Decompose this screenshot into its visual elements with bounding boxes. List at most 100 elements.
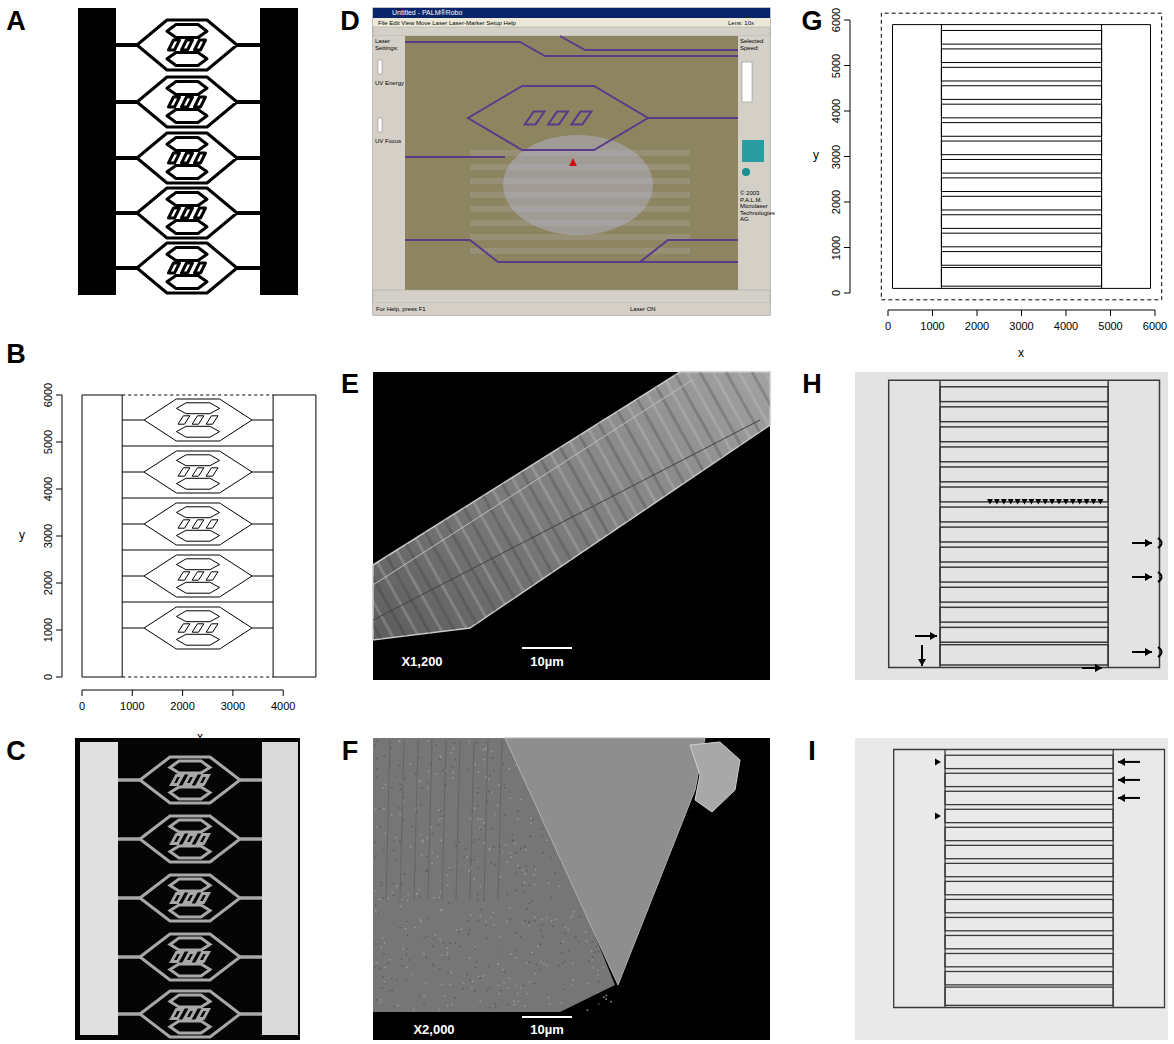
channel-line (116, 156, 138, 160)
channel-unit (144, 503, 252, 545)
texture-speck (520, 799, 522, 801)
striation (557, 372, 729, 680)
texture-speck (452, 772, 454, 774)
direction-icon (742, 140, 764, 162)
texture-speck (592, 956, 594, 958)
texture-speck (474, 808, 476, 810)
texture-speck (482, 975, 484, 977)
channel-rect (945, 773, 1113, 786)
channel-line (252, 576, 273, 577)
channel-outline (560, 36, 738, 50)
chip-outline (894, 750, 1165, 1008)
axis-tick-mark (844, 20, 850, 21)
striation (635, 372, 807, 680)
striation (531, 372, 703, 680)
texture-speck (542, 836, 544, 838)
striation (414, 372, 586, 680)
texture-speck (380, 881, 382, 883)
texture-speck (490, 862, 492, 864)
texture-speck (532, 819, 534, 821)
texture-speck (422, 787, 424, 789)
axis-tick-mark (232, 690, 233, 696)
texture-speck (498, 784, 500, 786)
side-panel (373, 36, 405, 290)
texture-speck (466, 856, 468, 858)
texture-speck (598, 981, 600, 983)
arrow-head (1145, 573, 1152, 581)
texture-speck (374, 809, 376, 811)
texture-speck (465, 848, 467, 850)
striation (570, 372, 742, 680)
texture-speck (546, 839, 548, 841)
texture-speck (384, 967, 386, 969)
striation (245, 372, 417, 680)
arrow-head (1118, 776, 1125, 784)
channel-line (116, 266, 138, 270)
reservoir-outline (82, 395, 122, 677)
texture-speck (389, 959, 391, 961)
texture-speck (432, 833, 434, 835)
striation (492, 372, 664, 680)
striation (284, 372, 456, 680)
channel-outline (405, 156, 505, 158)
scale-label: 10µm (530, 1023, 564, 1037)
channel-unit (144, 399, 252, 441)
texture-speck (534, 982, 536, 984)
texture-speck (535, 964, 537, 966)
texture-speck (423, 995, 425, 997)
texture-speck (432, 963, 434, 965)
texture-speck (438, 897, 440, 899)
panel-b-plot (56, 395, 316, 696)
texture-speck (393, 882, 395, 884)
texture-speck (474, 946, 476, 948)
channel-line (122, 628, 144, 629)
texture-speck (438, 1009, 440, 1011)
axis-tick: 5000 (1098, 320, 1122, 332)
channel-rect (945, 755, 1113, 768)
magnification-label: X1,200 (401, 655, 442, 669)
channel-outline (405, 240, 738, 262)
texture-speck (477, 894, 479, 896)
edge-defect (1158, 538, 1162, 548)
striation (427, 372, 599, 680)
marker-triangle (935, 758, 941, 765)
speed-box (742, 62, 752, 102)
texture-speck (605, 998, 607, 1000)
texture-speck (472, 980, 474, 982)
texture-speck (433, 897, 435, 899)
texture-speck (393, 894, 395, 896)
texture-speck (477, 818, 479, 820)
axis-tick-mark (182, 690, 183, 696)
texture-speck (406, 967, 408, 969)
texture-speck (543, 936, 545, 938)
texture-speck (555, 919, 557, 921)
reservoir-bar (80, 742, 118, 1035)
ui-text: Selected Speed: (740, 38, 769, 51)
texture-speck (543, 963, 545, 965)
texture-speck (444, 995, 446, 997)
texture-speck (433, 965, 435, 967)
channel-unit (137, 77, 237, 127)
texture-speck (521, 884, 523, 886)
texture-speck (478, 920, 480, 922)
texture-speck (520, 848, 522, 850)
texture-speck (511, 833, 513, 835)
texture-speck (447, 972, 449, 974)
texture-speck (447, 954, 449, 956)
texture-speck (533, 866, 535, 868)
marker-triangle (1028, 499, 1034, 505)
texture-speck (376, 962, 378, 964)
axis-tick-mark (1110, 310, 1111, 316)
texture-speck (485, 921, 487, 923)
channel-rect (941, 104, 1101, 118)
channel-rect (941, 86, 1101, 100)
texture-speck (541, 828, 543, 830)
texture-speck (527, 981, 529, 983)
texture-speck (415, 866, 417, 868)
texture-speck (498, 993, 500, 995)
axis-tick: 2000 (965, 320, 989, 332)
texture-speck (517, 865, 519, 867)
channel-rect (945, 845, 1113, 858)
texture-speck (480, 829, 482, 831)
texture-speck (376, 999, 378, 1001)
